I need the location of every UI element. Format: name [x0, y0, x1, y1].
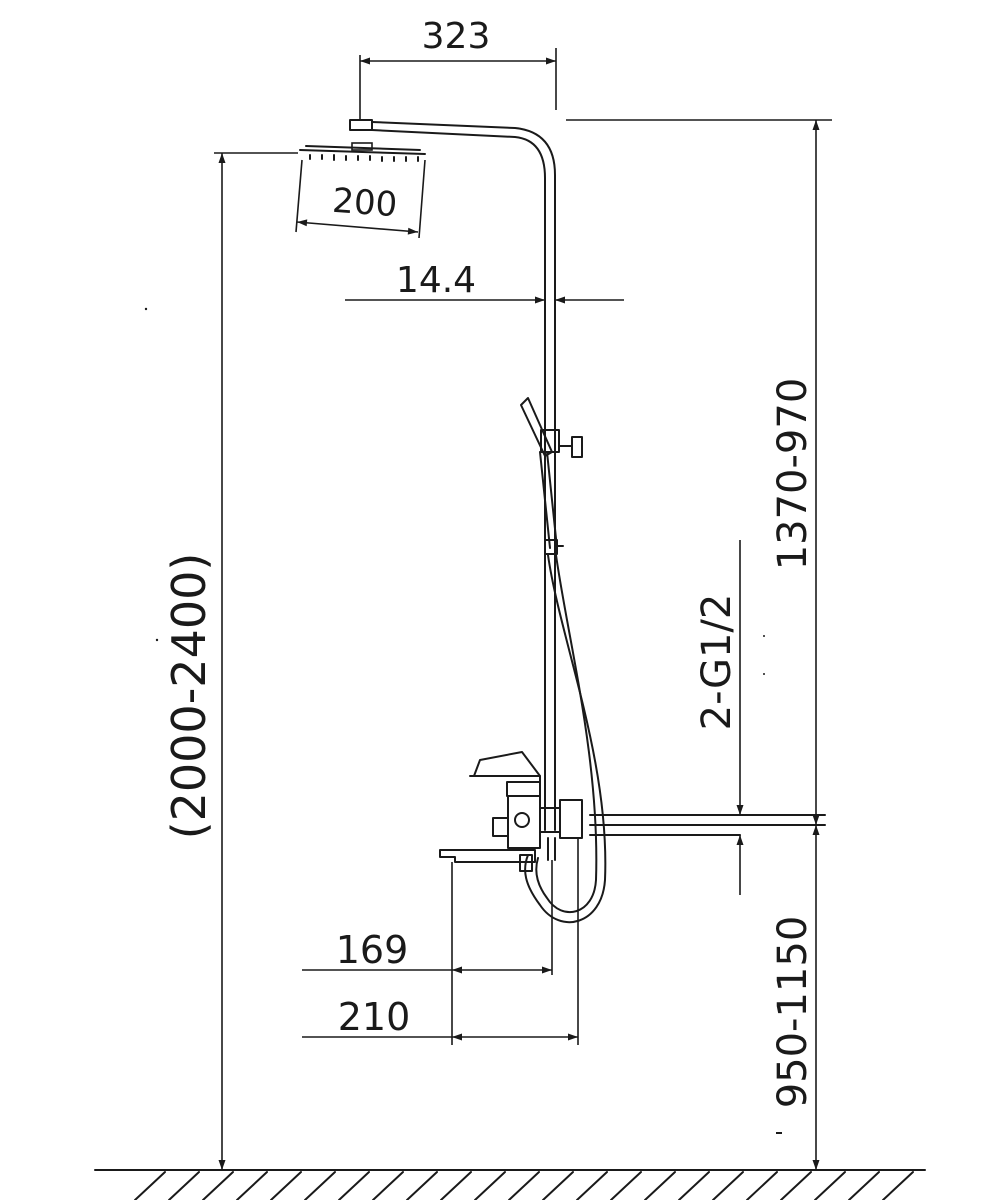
floor-hatch-line	[168, 1171, 200, 1200]
bath-mixer	[439, 751, 583, 872]
floor-hatch-line	[644, 1171, 676, 1200]
floor-hatch-line	[848, 1171, 880, 1200]
floor-hatch-line	[508, 1171, 540, 1200]
floor-hatch-line	[746, 1171, 778, 1200]
floor	[94, 1169, 926, 1200]
floor-hatch-line	[678, 1171, 710, 1200]
floor-hatch-line	[236, 1171, 268, 1200]
dim-label-total-height: (2000-2400)	[162, 553, 216, 840]
floor-hatch-line	[406, 1171, 438, 1200]
dim-spout-reach-210: 210	[302, 838, 579, 1045]
dim-label-200: 200	[331, 181, 399, 225]
dim-label-323: 323	[422, 16, 491, 57]
floor-hatch-line	[474, 1171, 506, 1200]
floor-hatch-line	[882, 1171, 914, 1200]
floor-hatch-line	[440, 1171, 472, 1200]
floor-hatch-line	[338, 1171, 370, 1200]
overhead-shower-head	[299, 142, 426, 162]
dim-label-1370-970: 1370-970	[770, 378, 816, 571]
hand-shower	[520, 397, 564, 555]
dim-label-210: 210	[338, 995, 411, 1039]
wall-inlet-pipes	[589, 814, 826, 836]
floor-hatch-line	[610, 1171, 642, 1200]
dim-rail-range: 1370-970	[566, 119, 832, 825]
scan-specks	[144, 307, 782, 1134]
floor-hatch-line	[372, 1171, 404, 1200]
dim-spout-reach-169: 169	[302, 860, 553, 1045]
floor-hatch-line	[712, 1171, 744, 1200]
dim-inlet-spec: 2-G1/2	[694, 540, 744, 895]
dim-head-width: 200	[295, 159, 426, 239]
shower-hose	[524, 554, 607, 924]
dim-label-2-g1-2: 2-G1/2	[694, 594, 740, 731]
floor-hatch-line	[304, 1171, 336, 1200]
floor-hatching	[134, 1171, 914, 1200]
floor-hatch-line	[134, 1171, 166, 1200]
dim-total-height: (2000-2400)	[162, 152, 298, 1170]
floor-hatch-line	[202, 1171, 234, 1200]
shower-arm	[349, 119, 556, 431]
floor-hatch-line	[542, 1171, 574, 1200]
dim-label-169: 169	[336, 928, 409, 972]
floor-hatch-line	[576, 1171, 608, 1200]
floor-hatch-line	[780, 1171, 812, 1200]
floor-hatch-line	[270, 1171, 302, 1200]
floor-hatch-line	[814, 1171, 846, 1200]
dim-label-14-4: 14.4	[396, 260, 476, 301]
dim-label-950-1150: 950-1150	[770, 916, 816, 1109]
dim-arm-length: 323	[359, 16, 557, 120]
dim-head-offset: 14.4	[345, 260, 624, 304]
dim-mixer-height: 950-1150	[770, 825, 820, 1170]
